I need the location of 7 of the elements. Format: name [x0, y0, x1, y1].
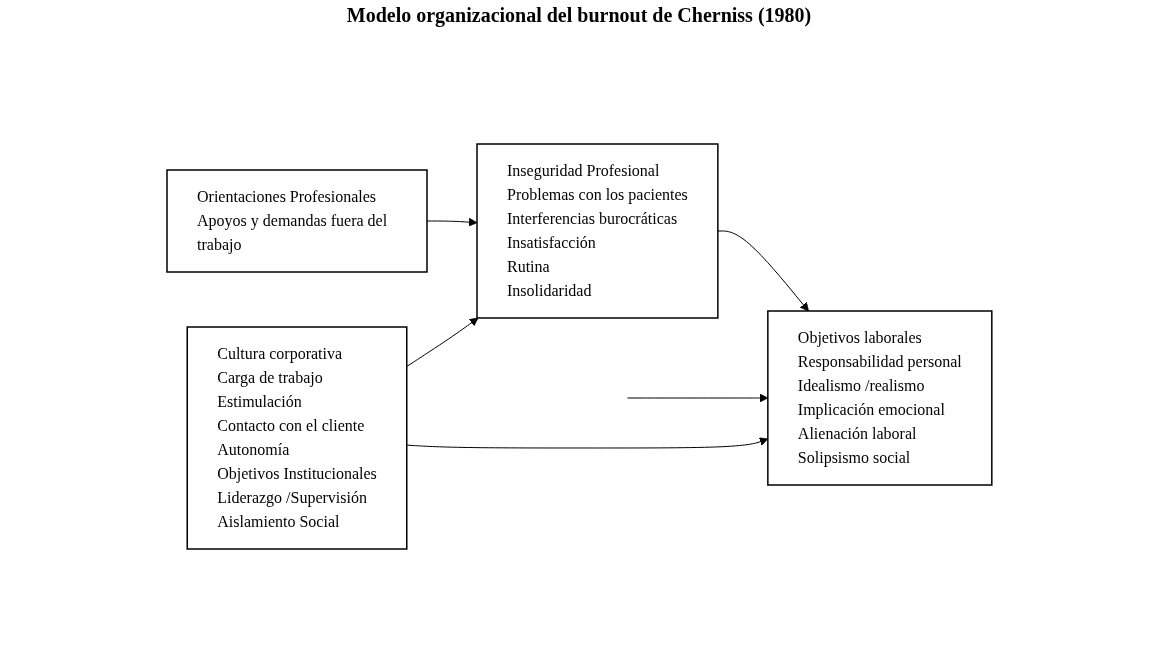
node-box: Cultura corporativa Carga de trabajo Estimulación Contacto con el cliente Autonomía Objetivos Institucionales Liderazgo /Supervisión Aislamiento Social	[186, 325, 408, 550]
node-box: Objetivos laborales Responsabilidad personal Idealismo /realismo Implicación emocional Alienación laboral Solipsismo social	[766, 309, 993, 486]
node-box: Inseguridad Profesional Problemas con los pacientes Interferencias burocráticas Insatisfacción Rutina Insolidaridad	[475, 142, 719, 319]
arrow	[626, 393, 768, 402]
arrow	[426, 217, 477, 227]
diagram-title: Modelo organizacional del burnout de Cherniss (1980)	[345, 4, 813, 27]
node-box: Orientaciones Profesionales Apoyos y demandas fuera del trabajo	[165, 168, 428, 273]
